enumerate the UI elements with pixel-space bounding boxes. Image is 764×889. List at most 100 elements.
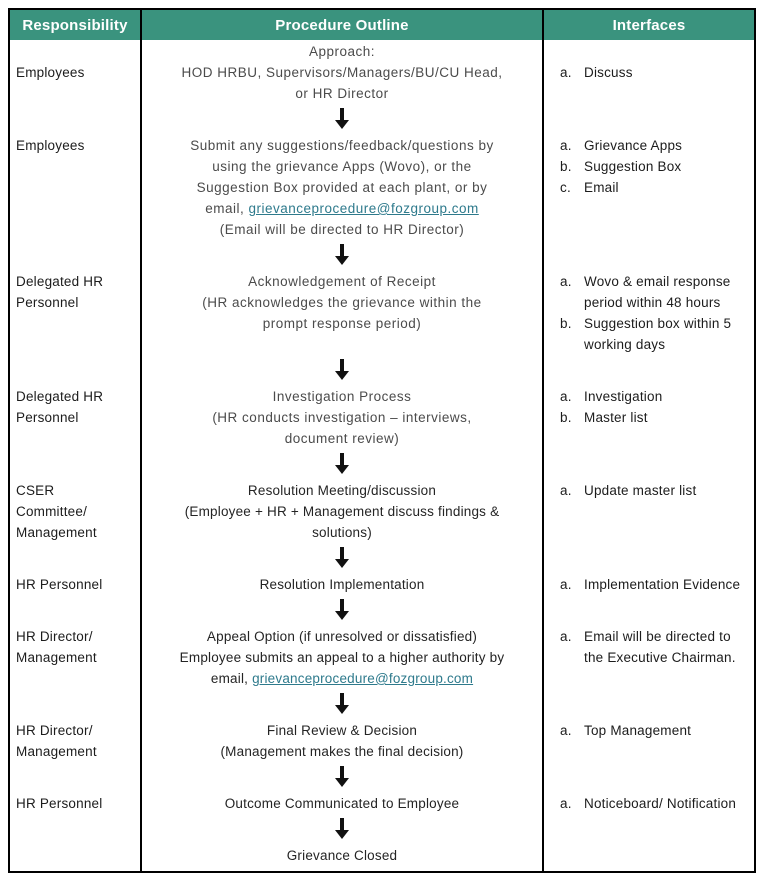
interfaces-cell: a. Discuss xyxy=(544,40,754,104)
responsibility-text: HR Personnel xyxy=(16,796,103,811)
responsibility-cell: Delegated HR Personnel xyxy=(10,385,140,449)
procedure-cell: Appeal Option (if unresolved or dissatis… xyxy=(140,625,544,689)
procedure-cell: Approach: HOD HRBU, Supervisors/Managers… xyxy=(140,40,544,104)
interfaces-cell: a. Implementation Evidence xyxy=(544,573,754,595)
interface-letter: a. xyxy=(560,577,572,592)
closing-text: Grievance Closed xyxy=(286,848,398,863)
responsibility-text: Management xyxy=(16,650,97,665)
procedure-cell: Outcome Communicated to Employee xyxy=(140,792,544,814)
responsibility-text: Management xyxy=(16,744,97,759)
interface-letter: a. xyxy=(560,796,572,811)
flow-arrow-row xyxy=(10,104,754,134)
flow-arrow-row xyxy=(10,355,754,385)
interface-text: Suggestion Box xyxy=(584,159,682,174)
interfaces-cell: a. Noticeboard/ Notification xyxy=(544,792,754,814)
procedure-line: prompt response period) xyxy=(262,316,422,331)
down-arrow-icon xyxy=(335,244,349,265)
down-arrow-icon xyxy=(335,547,349,568)
procedure-line: solutions) xyxy=(312,525,372,540)
procedure-line: HOD HRBU, Supervisors/Managers/BU/CU Hea… xyxy=(181,65,503,80)
interface-item: a. Wovo & email response period within 4… xyxy=(560,271,750,313)
responsibility-text: Employees xyxy=(16,138,85,153)
interface-item: b. Master list xyxy=(560,407,750,428)
responsibility-cell: Employees xyxy=(10,40,140,104)
procedure-line: email, grievanceprocedure@fozgroup.com xyxy=(210,671,474,686)
interface-text: Update master list xyxy=(584,483,697,498)
procedure-line: email, grievanceprocedure@fozgroup.com xyxy=(205,201,479,216)
procedure-line: (HR conducts investigation – interviews, xyxy=(212,410,472,425)
interface-text: Wovo & email response period within 48 h… xyxy=(584,274,731,310)
procedure-line: (Email will be directed to HR Director) xyxy=(219,222,465,237)
table-row-acknowledgement: Delegated HR Personnel Acknowledgement o… xyxy=(10,270,754,355)
responsibility-text: HR Director/ xyxy=(16,629,93,644)
responsibility-text: Personnel xyxy=(16,410,79,425)
responsibility-cell: HR Director/ Management xyxy=(10,625,140,689)
interface-letter: a. xyxy=(560,389,572,404)
interfaces-cell: a. Email will be directed to the Executi… xyxy=(544,625,754,689)
col-header-responsibility: Responsibility xyxy=(22,16,128,34)
responsibility-text: HR Director/ xyxy=(16,723,93,738)
email-link[interactable]: grievanceprocedure@fozgroup.com xyxy=(252,671,474,686)
procedure-cell: Resolution Implementation xyxy=(140,573,544,595)
flow-arrow-row xyxy=(10,689,754,719)
interface-item: a. Implementation Evidence xyxy=(560,574,750,595)
flow-arrow-row xyxy=(10,240,754,270)
interface-letter: a. xyxy=(560,138,572,153)
procedure-line: (Employee + HR + Management discuss find… xyxy=(184,504,500,519)
table-row-final-review: HR Director/ Management Final Review & D… xyxy=(10,719,754,762)
interface-text: Suggestion box within 5 working days xyxy=(584,316,732,352)
responsibility-cell: HR Personnel xyxy=(10,792,140,814)
interface-letter: a. xyxy=(560,274,572,289)
procedure-line: Suggestion Box provided at each plant, o… xyxy=(196,180,488,195)
table-row-resolution-implementation: HR Personnel Resolution Implementation a… xyxy=(10,573,754,595)
col-header-interfaces: Interfaces xyxy=(612,16,686,34)
interface-item: a. Discuss xyxy=(560,62,750,83)
interface-item: a. Investigation xyxy=(560,386,750,407)
interface-text: Grievance Apps xyxy=(584,138,683,153)
procedure-line: Employee submits an appeal to a higher a… xyxy=(179,650,505,665)
procedure-line: Submit any suggestions/feedback/question… xyxy=(190,138,494,153)
procedure-line: Resolution Meeting/discussion xyxy=(247,483,437,498)
interface-text: Top Management xyxy=(584,723,692,738)
table-row-submit: Employees Submit any suggestions/feedbac… xyxy=(10,134,754,240)
interface-text: Implementation Evidence xyxy=(584,577,741,592)
table-row-investigation: Delegated HR Personnel Investigation Pro… xyxy=(10,385,754,449)
responsibility-text: Delegated HR xyxy=(16,389,104,404)
responsibility-cell: CSER Committee/ Management xyxy=(10,479,140,543)
procedure-line: Resolution Implementation xyxy=(259,577,425,592)
flow-arrow-row xyxy=(10,543,754,573)
table-row-resolution-meeting: CSER Committee/ Management Resolution Me… xyxy=(10,479,754,543)
procedure-line: Investigation Process xyxy=(272,389,412,404)
interface-item: a. Update master list xyxy=(560,480,750,501)
flow-arrow-row xyxy=(10,762,754,792)
responsibility-text: Committee/ xyxy=(16,504,88,519)
interface-letter: a. xyxy=(560,629,572,644)
responsibility-text: Delegated HR xyxy=(16,274,104,289)
flow-arrow-row xyxy=(10,814,754,844)
responsibility-text: Personnel xyxy=(16,295,79,310)
down-arrow-icon xyxy=(335,359,349,380)
down-arrow-icon xyxy=(335,599,349,620)
table-row-appeal: HR Director/ Management Appeal Option (i… xyxy=(10,625,754,689)
down-arrow-icon xyxy=(335,108,349,129)
email-link[interactable]: grievanceprocedure@fozgroup.com xyxy=(248,201,479,216)
interface-letter: a. xyxy=(560,723,572,738)
table-row-closing: Grievance Closed xyxy=(10,844,754,866)
procedure-line: document review) xyxy=(284,431,400,446)
table-header-row: Responsibility Procedure Outline Interfa… xyxy=(10,10,754,40)
procedure-cell: Grievance Closed xyxy=(140,844,544,866)
interfaces-cell: a. Wovo & email response period within 4… xyxy=(544,270,754,355)
interface-text: Discuss xyxy=(584,65,633,80)
responsibility-cell: HR Director/ Management xyxy=(10,719,140,762)
interface-letter: b. xyxy=(560,316,572,331)
procedure-line: (Management makes the final decision) xyxy=(220,744,464,759)
interfaces-cell: a. Top Management xyxy=(544,719,754,762)
responsibility-text: CSER xyxy=(16,483,55,498)
interface-item: a. Grievance Apps xyxy=(560,135,750,156)
interface-item: a. Top Management xyxy=(560,720,750,741)
responsibility-cell: HR Personnel xyxy=(10,573,140,595)
interface-letter: b. xyxy=(560,410,572,425)
procedure-line: Approach: xyxy=(308,44,376,59)
down-arrow-icon xyxy=(335,693,349,714)
responsibility-text: Management xyxy=(16,525,97,540)
